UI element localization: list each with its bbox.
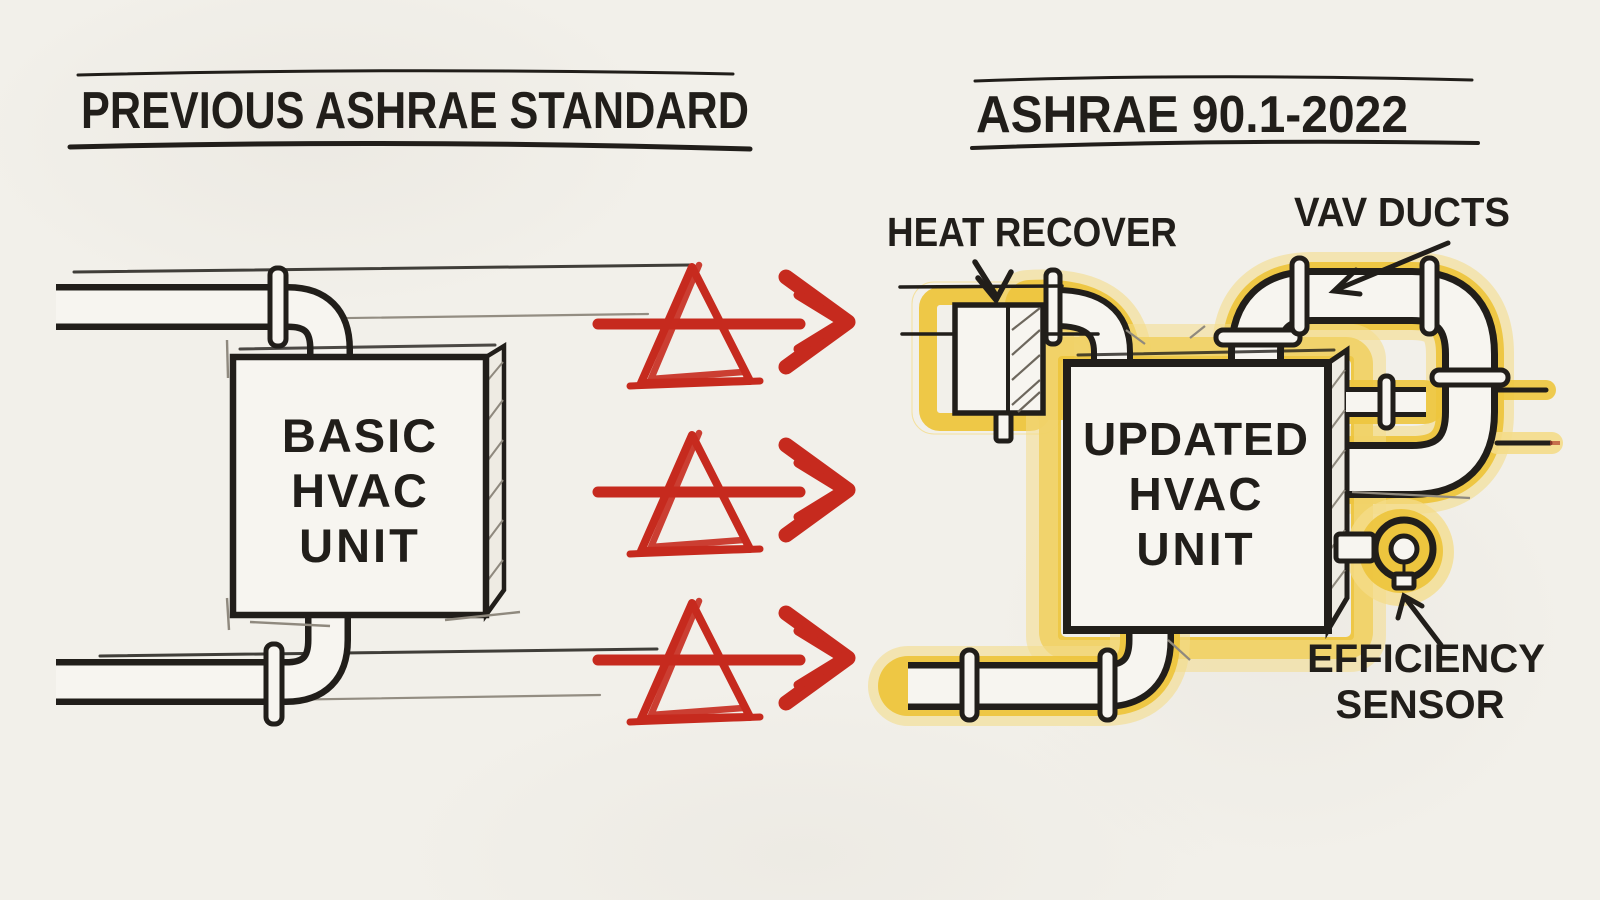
updated-unit-label-line1: UPDATED: [1083, 413, 1309, 465]
vav-ducts-arrow: [1335, 240, 1451, 292]
updated-hvac-unit-box: UPDATED HVAC UNIT: [1063, 345, 1350, 640]
left-title-overline: [76, 69, 735, 77]
basic-unit-label-line3: UNIT: [299, 519, 421, 572]
arrowhead: [1328, 267, 1363, 297]
pipe-flange: [959, 647, 980, 723]
arrowhead: [1395, 592, 1425, 621]
left-title-underline: [67, 140, 753, 152]
pipe-flange: [1429, 367, 1511, 388]
corner-sketch-ticks: [225, 339, 521, 631]
heat-recovery-stub: [993, 410, 1014, 444]
heat-exchanger-hatching: [1011, 307, 1041, 413]
pipe-flange: [1419, 255, 1440, 337]
previous-standard-panel: PREVIOUS ASHRAE STANDARD: [56, 69, 753, 727]
right-title: ASHRAE 90.1-2022: [976, 86, 1408, 144]
efficiency-sensor-label-line1: EFFICIENCY: [1307, 637, 1545, 681]
left-title: PREVIOUS ASHRAE STANDARD: [81, 82, 749, 140]
pipe-flange: [1377, 373, 1396, 431]
basic-unit-label-line1: BASIC: [282, 409, 438, 462]
right-title-overline: [973, 75, 1474, 83]
sketch-line: [72, 263, 692, 274]
box-front-face: [229, 353, 490, 619]
heat-recovery-box: [898, 284, 1100, 444]
efficiency-sensor-label-line2: SENSOR: [1336, 683, 1505, 727]
basic-unit-return-pipe: [56, 610, 351, 727]
heat-recovery-pipe: [1055, 287, 1133, 373]
sensor-eye: [1388, 533, 1420, 565]
sketch-line: [98, 647, 659, 658]
delta-arrow-3: [592, 597, 856, 726]
pipe-flange: [1097, 647, 1118, 723]
pipe-flange: [263, 641, 285, 727]
sensor-nub: [1391, 571, 1417, 591]
sensor-mount-stub: [1333, 531, 1377, 564]
arrowhead: [975, 269, 1014, 305]
change-arrows: [592, 261, 856, 726]
sketch-line: [268, 693, 602, 702]
box-front-face: [1063, 359, 1332, 634]
pipe-flange: [1213, 327, 1303, 348]
vav-duct-loop: [1228, 268, 1498, 498]
pipe-flange: [1043, 267, 1063, 347]
heat-recovery-annotation: HEAT RECOVER: [887, 209, 1177, 305]
delta-arrow-1: [592, 261, 856, 390]
updated-unit-label-line3: UNIT: [1136, 523, 1255, 575]
box-side-hatching: [487, 361, 504, 581]
vav-ducts-annotation: VAV DUCTS: [1294, 189, 1510, 297]
side-stub-pipe: [1346, 373, 1426, 431]
delta-arrow-2: [592, 429, 856, 558]
basic-hvac-unit-box: BASIC HVAC UNIT: [225, 339, 521, 631]
right-title-underline: [970, 139, 1480, 150]
efficiency-sensor-annotation: EFFICIENCY SENSOR: [1307, 592, 1545, 727]
heat-recovery-label: HEAT RECOVER: [887, 209, 1177, 255]
pipe-flange: [1289, 255, 1310, 337]
efficiency-sensor: [1333, 516, 1437, 591]
ashrae-2022-panel: ASHRAE 90.1-2022: [868, 75, 1563, 727]
vav-ducts-label: VAV DUCTS: [1294, 189, 1510, 235]
basic-unit-label-line2: HVAC: [291, 464, 429, 517]
heat-recovery-arrow: [972, 259, 1000, 300]
updated-unit-label-line2: HVAC: [1129, 468, 1264, 520]
elbow-sketch-ticks: [1125, 325, 1471, 661]
efficiency-sensor-arrow: [1403, 596, 1444, 648]
pipe-flange: [267, 265, 289, 349]
